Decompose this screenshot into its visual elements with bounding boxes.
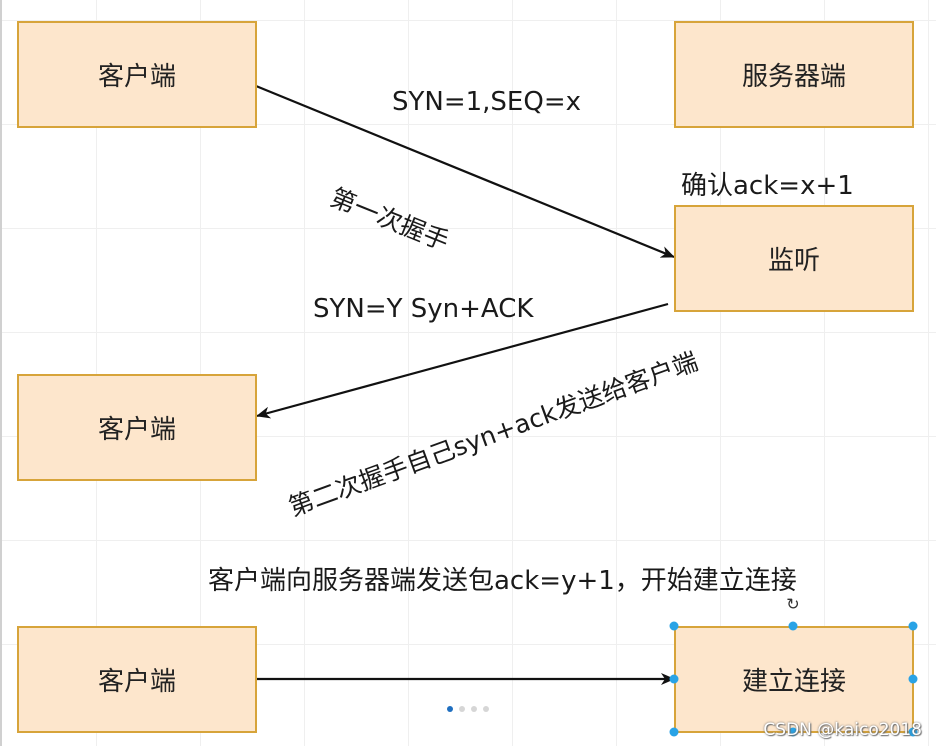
node-label: 监听 bbox=[767, 246, 820, 276]
canvas-left-border bbox=[0, 0, 2, 746]
resize-handle-right[interactable] bbox=[908, 674, 918, 684]
node-listen[interactable]: 监听 bbox=[674, 205, 914, 312]
node-establish-connection[interactable]: 建立连接 bbox=[674, 626, 914, 733]
label-syn-ack[interactable]: SYN=Y Syn+ACK bbox=[313, 294, 534, 324]
node-client-middle[interactable]: 客户端 bbox=[17, 374, 257, 481]
resize-handle-top[interactable] bbox=[788, 621, 798, 631]
watermark: CSDN @kaico2018 bbox=[763, 720, 922, 740]
node-label: 客户端 bbox=[97, 62, 176, 92]
label-third-step[interactable]: 客户端向服务器端发送包ack=y+1，开始建立连接 bbox=[208, 566, 797, 596]
node-client-top[interactable]: 客户端 bbox=[17, 21, 257, 128]
resize-handle-top-right[interactable] bbox=[908, 621, 918, 631]
rotate-handle-icon[interactable]: ↻ bbox=[786, 594, 800, 614]
label-syn-seq[interactable]: SYN=1,SEQ=x bbox=[392, 87, 581, 117]
node-client-bottom[interactable]: 客户端 bbox=[17, 626, 257, 733]
label-confirm-ack[interactable]: 确认ack=x+1 bbox=[681, 171, 854, 201]
arrow-second-handshake[interactable] bbox=[256, 302, 669, 419]
page-dot-1[interactable] bbox=[447, 706, 453, 712]
page-dot-2[interactable] bbox=[459, 706, 465, 712]
resize-handle-bottom-left[interactable] bbox=[669, 727, 679, 737]
resize-handle-bottom[interactable] bbox=[788, 727, 798, 737]
node-label: 客户端 bbox=[97, 667, 176, 697]
node-label: 客户端 bbox=[97, 415, 176, 445]
arrow-first-handshake[interactable] bbox=[255, 84, 675, 259]
resize-handle-bottom-right[interactable] bbox=[908, 727, 918, 737]
resize-handle-left[interactable] bbox=[669, 674, 679, 684]
resize-handle-top-left[interactable] bbox=[669, 621, 679, 631]
page-dot-4[interactable] bbox=[483, 706, 489, 712]
node-label: 服务器端 bbox=[741, 62, 846, 92]
node-label: 建立连接 bbox=[741, 667, 846, 697]
node-server[interactable]: 服务器端 bbox=[674, 21, 914, 128]
page-indicator bbox=[447, 706, 489, 712]
page-dot-3[interactable] bbox=[471, 706, 477, 712]
